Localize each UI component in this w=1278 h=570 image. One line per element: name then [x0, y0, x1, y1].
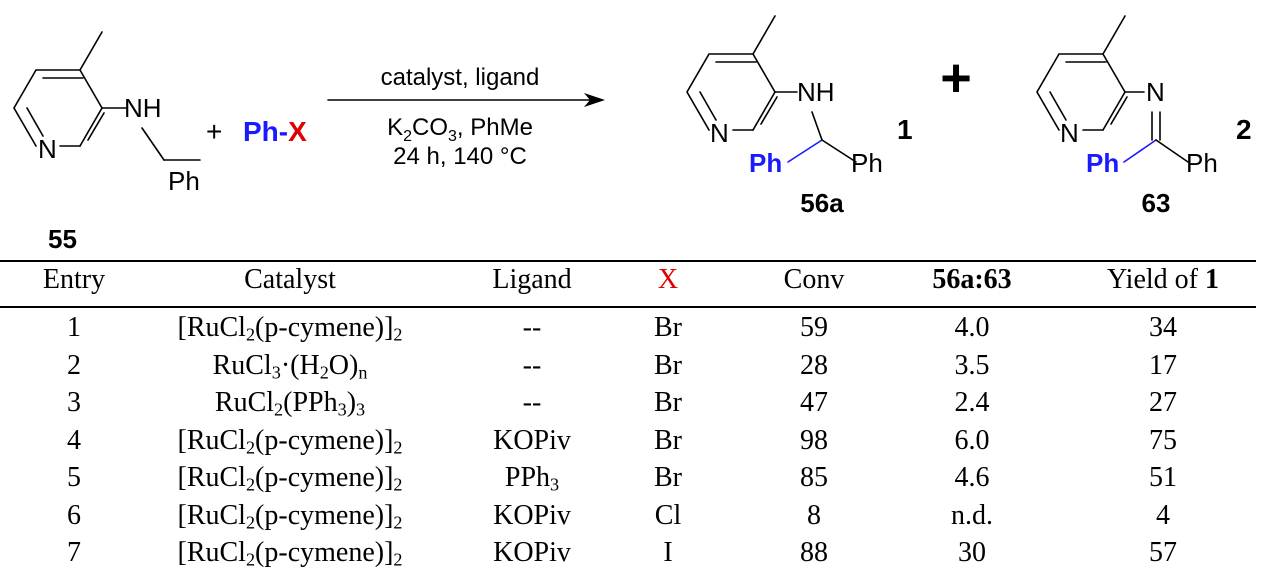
- cell-ratio: 3.5: [954, 349, 990, 381]
- product2-number: 2: [1236, 114, 1252, 145]
- cell-conv: 47: [800, 387, 828, 418]
- aryl-x: X: [288, 116, 307, 147]
- product1-ring-n: N: [710, 118, 729, 148]
- cell-x: Br: [654, 462, 682, 493]
- cell-ligand: --: [522, 312, 542, 343]
- cell-ratio: 4.6: [954, 462, 990, 493]
- cell-entry: 2: [67, 349, 81, 381]
- cell-catalyst: RuCl3·(H2O)n: [212, 349, 368, 383]
- cell-ratio: 4.0: [954, 312, 990, 343]
- cell-ratio: 2.4: [954, 387, 990, 418]
- cell-conv: 28: [800, 349, 828, 381]
- conditions-above: catalyst, ligand: [381, 64, 540, 91]
- product2-n: N: [1146, 77, 1165, 107]
- cell-yield: 27: [1149, 387, 1177, 418]
- reaction-scheme: N NH Ph 55 + Ph-X catalyst, ligand K2CO3…: [13, 15, 1252, 254]
- reactant-55-structure: N NH Ph 55: [13, 31, 201, 254]
- product2-ph-blue: Ph: [1086, 148, 1119, 178]
- cell-catalyst: [RuCl2(p-cymene)]2: [177, 312, 403, 345]
- plus-sign-1: +: [206, 116, 222, 147]
- table-header-rule: [0, 306, 1256, 308]
- cell-catalyst: [RuCl2(p-cymene)]2: [177, 424, 403, 458]
- cell-x: Br: [654, 424, 682, 456]
- cell-ligand: --: [522, 387, 542, 418]
- header-ratio: 56a:63: [932, 264, 1012, 295]
- cell-catalyst: [RuCl2(p-cymene)]2: [177, 462, 403, 495]
- cell-conv: 59: [800, 312, 828, 343]
- cell-ligand: KOPiv: [493, 499, 571, 531]
- header-entry: Entry: [42, 264, 106, 295]
- cell-ligand: KOPiv: [493, 537, 571, 568]
- cell-entry: 3: [67, 387, 81, 418]
- cell-yield: 51: [1149, 462, 1177, 493]
- cell-entry: 6: [67, 499, 81, 531]
- reactant-label: 55: [48, 224, 77, 254]
- cell-x: I: [663, 537, 673, 568]
- cell-entry: 7: [67, 537, 81, 568]
- svg-text:Ph-X: Ph-X: [243, 116, 307, 147]
- cell-conv: 98: [800, 424, 828, 456]
- cell-ratio: 6.0: [954, 424, 990, 456]
- cell-yield: 34: [1149, 312, 1177, 343]
- reactant-nh: NH: [124, 93, 162, 123]
- product1-number: 1: [897, 114, 913, 145]
- cell-catalyst: [RuCl2(p-cymene)]2: [177, 499, 403, 533]
- cell-yield: 4: [1156, 499, 1170, 531]
- aryl-halide: Ph-X: [243, 116, 307, 147]
- cell-x: Cl: [654, 499, 682, 531]
- header-catalyst: Catalyst: [244, 264, 336, 295]
- product2-ph: Ph: [1186, 148, 1218, 178]
- aryl-dash: -: [279, 116, 288, 147]
- reaction-arrow: [327, 93, 605, 107]
- cell-catalyst: [RuCl2(p-cymene)]2: [177, 537, 403, 570]
- conditions-below-2: 24 h, 140 °C: [393, 143, 527, 170]
- cell-x: Br: [654, 387, 682, 418]
- cell-entry: 1: [67, 312, 81, 343]
- cell-entry: 4: [67, 424, 81, 456]
- product1-ph: Ph: [851, 148, 883, 178]
- cell-conv: 85: [800, 462, 828, 493]
- product1-nh: NH: [797, 77, 835, 107]
- product1-ph-blue: Ph: [749, 148, 782, 178]
- cell-yield: 17: [1149, 349, 1177, 381]
- cell-yield: 75: [1149, 424, 1177, 456]
- product-63-structure: N N Ph Ph 2 63: [1036, 15, 1252, 218]
- cell-ratio: n.d.: [951, 499, 993, 531]
- cell-ligand: PPh3: [504, 462, 560, 495]
- header-conv: Conv: [783, 264, 845, 295]
- reactant-ring-n: N: [38, 134, 57, 164]
- conditions-below-1: K2CO3, PhMe: [387, 114, 533, 145]
- cell-ligand: KOPiv: [493, 424, 571, 456]
- cell-conv: 8: [807, 499, 821, 531]
- header-ligand: Ligand: [492, 264, 572, 295]
- cell-yield: 57: [1149, 537, 1177, 568]
- cell-ratio: 30: [958, 537, 986, 568]
- header-x: X: [657, 264, 679, 295]
- product2-ring-n: N: [1060, 118, 1079, 148]
- aryl-ph: Ph: [243, 116, 279, 147]
- reactant-ph: Ph: [168, 166, 200, 196]
- header-yield: Yield of 1: [1107, 264, 1219, 295]
- cell-entry: 5: [67, 462, 81, 493]
- table-top-rule: [0, 260, 1256, 262]
- cell-conv: 88: [800, 537, 828, 568]
- cell-catalyst: RuCl2(PPh3)3: [214, 387, 366, 420]
- product1-label: 56a: [800, 188, 844, 218]
- cell-x: Br: [654, 349, 682, 381]
- product-56a-structure: N NH Ph Ph 1 56a: [686, 15, 913, 218]
- plus-sign-2: +: [940, 48, 972, 108]
- cell-ligand: --: [522, 349, 542, 381]
- product2-label: 63: [1142, 188, 1171, 218]
- cell-x: Br: [654, 312, 682, 343]
